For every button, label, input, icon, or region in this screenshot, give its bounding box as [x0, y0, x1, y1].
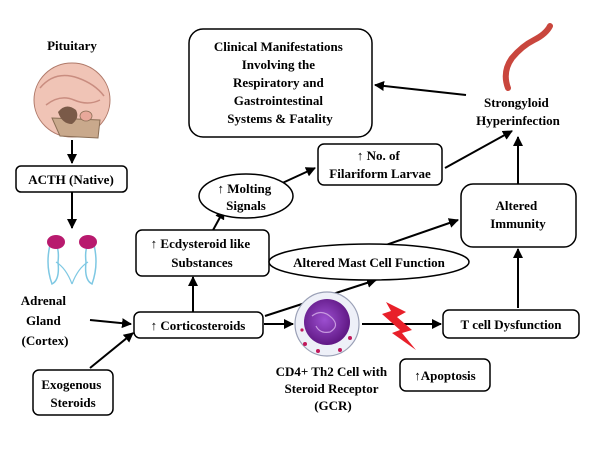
cd4-cell-icon: [294, 291, 360, 357]
strongyloid-worm-icon: [502, 23, 553, 91]
clinical-box: [188, 28, 373, 138]
arrow-adrenal-to-corticosteroids: [89, 318, 132, 329]
clinical-label: Clinical Manifestations Involving the Re…: [214, 39, 346, 126]
larvae-box: [317, 143, 443, 186]
altered-immunity-box: [460, 183, 577, 248]
cd4-label: CD4+ Th2 Cell with Steroid Receptor (GCR…: [276, 364, 391, 413]
acth-box: [15, 165, 128, 193]
adrenal-label: Adrenal Gland (Cortex): [21, 293, 70, 348]
arrow-strongyloid-to-clinical: [374, 81, 467, 96]
strongyloid-label: Strongyloid Hyperinfection: [476, 95, 561, 128]
altered-immunity-label: Altered Immunity: [490, 198, 546, 231]
molting-ellipse: [198, 173, 294, 219]
ecdysteroid-label: ↑ Ecdysteroid like Substances: [151, 236, 254, 270]
pituitary-label: Pituitary: [47, 38, 97, 53]
tcell-label: T cell Dysfunction: [461, 317, 563, 332]
apoptosis-box: [399, 358, 491, 392]
pituitary-brain-icon: [33, 62, 111, 139]
molting-label: ↑ Molting Signals: [217, 181, 274, 213]
exogenous-box: [32, 369, 114, 416]
corticosteroids-label: ↑ Corticosteroids: [151, 318, 246, 333]
ecdysteroid-box: [135, 229, 270, 277]
arrow-larvae-to-strongyloid: [444, 130, 513, 169]
apoptosis-label: ↑Apoptosis: [414, 368, 475, 383]
arrow-molting-to-larvae: [277, 167, 316, 186]
exogenous-label: Exogenous Steroids: [41, 377, 104, 410]
mast-cell-ellipse: [268, 243, 470, 281]
adrenal-kidney-icon: [47, 235, 97, 286]
arrow-mast-cell-to-immunity: [379, 218, 459, 248]
larvae-label: ↑ No. of Filariform Larvae: [329, 148, 431, 181]
acth-label: ACTH (Native): [28, 172, 114, 187]
lightning-bolt-icon: [382, 302, 416, 350]
corticosteroids-box: [133, 311, 264, 339]
tcell-box: [442, 309, 580, 339]
arrow-exogenous-to-corticosteroids: [89, 332, 134, 369]
mast-cell-label: Altered Mast Cell Function: [293, 255, 446, 270]
